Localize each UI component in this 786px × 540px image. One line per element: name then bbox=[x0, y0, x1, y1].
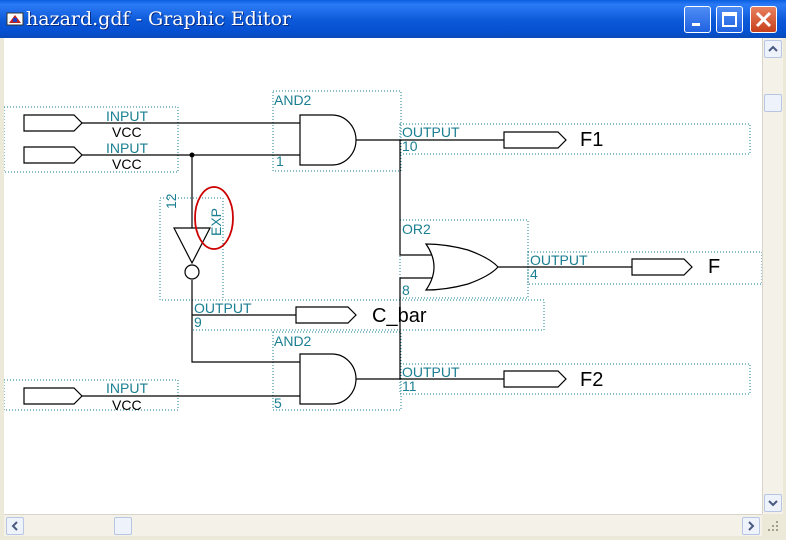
highlight-circle bbox=[194, 186, 234, 250]
output-pin-f1[interactable] bbox=[503, 131, 567, 149]
maximize-button[interactable] bbox=[716, 6, 743, 33]
not-gate-label: EXP bbox=[208, 208, 224, 236]
maximize-icon bbox=[722, 12, 737, 27]
scroll-right-button[interactable] bbox=[742, 517, 760, 535]
app-icon bbox=[6, 12, 24, 26]
pin-number-and-top-in: 1 bbox=[276, 153, 284, 169]
output-name-f: F bbox=[708, 256, 720, 278]
and2-gate-top[interactable] bbox=[299, 114, 357, 166]
output-pin-c-bar[interactable] bbox=[295, 306, 357, 324]
output-name-f2: F2 bbox=[580, 369, 603, 391]
resize-grip-icon bbox=[768, 521, 778, 531]
output-label-f: OUTPUT bbox=[530, 252, 588, 268]
input-label-3: INPUT bbox=[106, 380, 148, 396]
chevron-up-icon bbox=[768, 45, 778, 52]
pin-number-and-bot-in: 5 bbox=[274, 395, 282, 411]
scroll-up-button[interactable] bbox=[764, 40, 782, 58]
minimize-icon bbox=[692, 23, 700, 26]
output-label-f1: OUTPUT bbox=[402, 124, 460, 140]
input-pin-1[interactable] bbox=[23, 114, 83, 132]
pin-number-not-out: 9 bbox=[194, 314, 202, 330]
horizontal-scrollbar[interactable] bbox=[4, 514, 762, 536]
input-label-1: INPUT bbox=[106, 108, 148, 124]
pin-number-or-out: 4 bbox=[530, 266, 538, 282]
schematic-drawing[interactable]: INPUT INPUT INPUT AND2 AND2 OR2 OUTPUT O… bbox=[3, 38, 763, 514]
scroll-left-button[interactable] bbox=[6, 517, 24, 535]
input-label-2: INPUT bbox=[106, 140, 148, 156]
minimize-button[interactable] bbox=[684, 6, 711, 33]
close-icon bbox=[755, 11, 772, 28]
output-pin-f2[interactable] bbox=[503, 370, 567, 388]
close-button[interactable] bbox=[750, 6, 777, 33]
horizontal-scroll-thumb[interactable] bbox=[114, 517, 132, 535]
and2-top-label: AND2 bbox=[274, 92, 312, 108]
output-label-c-bar: OUTPUT bbox=[194, 300, 252, 316]
vcc-label-2: VCC bbox=[112, 156, 142, 172]
chevron-right-icon bbox=[748, 521, 755, 531]
title-bar[interactable]: hazard.gdf - Graphic Editor bbox=[0, 0, 786, 38]
and2-gate-bottom[interactable] bbox=[299, 353, 357, 405]
resize-grip[interactable] bbox=[762, 514, 782, 535]
schematic-canvas[interactable]: INPUT INPUT INPUT AND2 AND2 OR2 OUTPUT O… bbox=[3, 38, 763, 514]
chevron-left-icon bbox=[11, 521, 18, 531]
output-label-f2: OUTPUT bbox=[402, 364, 460, 380]
pin-number-not: 12 bbox=[163, 193, 179, 209]
pin-number-and-top-out: 10 bbox=[402, 138, 418, 154]
input-pin-2[interactable] bbox=[23, 146, 83, 164]
junction-dot bbox=[189, 152, 195, 158]
vertical-scrollbar[interactable] bbox=[762, 38, 783, 514]
input-pin-3[interactable] bbox=[23, 387, 83, 405]
and2-bottom-label: AND2 bbox=[274, 333, 312, 349]
chevron-down-icon bbox=[768, 500, 778, 507]
output-pin-f[interactable] bbox=[631, 258, 693, 276]
window-title: hazard.gdf - Graphic Editor bbox=[26, 8, 292, 30]
or2-gate[interactable] bbox=[424, 243, 499, 291]
not-gate[interactable] bbox=[173, 227, 211, 280]
vertical-scroll-thumb[interactable] bbox=[764, 94, 782, 112]
output-name-c-bar: C_bar bbox=[372, 305, 427, 327]
pin-number-or-in: 8 bbox=[402, 282, 410, 298]
wires bbox=[82, 122, 632, 397]
scroll-down-button[interactable] bbox=[764, 494, 782, 512]
output-pins[interactable] bbox=[295, 131, 693, 388]
output-name-f1: F1 bbox=[580, 129, 603, 151]
vcc-label-3: VCC bbox=[112, 397, 142, 413]
pin-number-and-bot-out: 11 bbox=[402, 378, 417, 394]
input-pins[interactable] bbox=[23, 114, 83, 405]
or2-label: OR2 bbox=[402, 221, 431, 237]
vcc-label-1: VCC bbox=[112, 124, 142, 140]
